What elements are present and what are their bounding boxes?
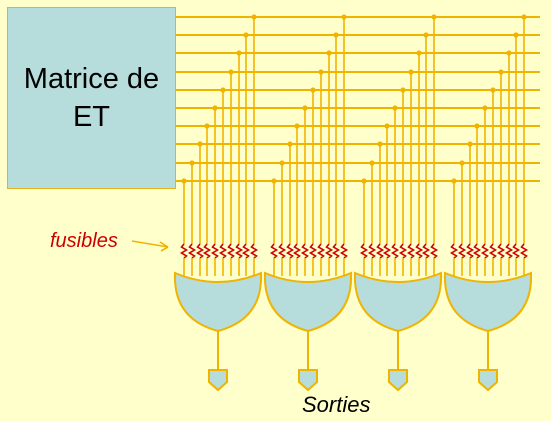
arrow-head-icon	[159, 241, 169, 252]
fuse-icon	[195, 243, 205, 259]
junction-dot	[318, 69, 324, 75]
fuse-icon	[449, 243, 459, 259]
fuse-icon	[277, 243, 287, 259]
output-pin-1	[208, 369, 228, 392]
junction-dot	[467, 141, 473, 147]
fuse-icon	[414, 243, 424, 259]
outputs-label: Sorties	[302, 392, 371, 417]
fuse-icon	[429, 243, 439, 259]
junction-dot	[431, 14, 437, 20]
fuse-icon	[480, 243, 490, 259]
output-pin-4	[478, 369, 498, 392]
fuse-label: fusibles	[50, 230, 118, 252]
junction-dot	[392, 105, 398, 111]
and-matrix-box: Matrice de ET	[7, 7, 176, 189]
fuse-icon	[375, 243, 385, 259]
junction-dot	[416, 50, 422, 56]
fuse-icon	[367, 243, 377, 259]
junction-dot	[482, 105, 488, 111]
fuse-icon	[390, 243, 400, 259]
junction-dot	[243, 32, 249, 38]
junction-dot	[341, 14, 347, 20]
fuse-icon	[324, 243, 334, 259]
output-pin-3	[388, 369, 408, 392]
junction-dot	[189, 160, 195, 166]
junction-dot	[369, 160, 375, 166]
fuse-icon	[210, 243, 220, 259]
fuse-icon	[316, 243, 326, 259]
fuse-icon	[406, 243, 416, 259]
fuse-icon	[382, 243, 392, 259]
fuse-icon	[300, 243, 310, 259]
fuse-icon	[202, 243, 212, 259]
or-gate-3	[353, 271, 443, 333]
junction-dot	[498, 69, 504, 75]
junction-dot	[220, 87, 226, 93]
fuse-icon	[488, 243, 498, 259]
fuse-icon	[504, 243, 514, 259]
fuse-icon	[249, 243, 259, 259]
fuse-icon	[292, 243, 302, 259]
fuse-icon	[496, 243, 506, 259]
junction-dot	[287, 141, 293, 147]
junction-dot	[377, 141, 383, 147]
junction-dot	[400, 87, 406, 93]
fuse-icon	[457, 243, 467, 259]
fuse-icon	[421, 243, 431, 259]
junction-dot	[408, 69, 414, 75]
fuse-icon	[285, 243, 295, 259]
fuse-icon	[472, 243, 482, 259]
fuse-icon	[187, 243, 197, 259]
junction-dot	[459, 160, 465, 166]
junction-dot	[513, 32, 519, 38]
fuse-icon	[234, 243, 244, 259]
junction-dot	[236, 50, 242, 56]
junction-dot	[251, 14, 257, 20]
fuse-icon	[465, 243, 475, 259]
fuse-icon	[218, 243, 228, 259]
junction-dot	[228, 69, 234, 75]
junction-dot	[506, 50, 512, 56]
junction-dot	[423, 32, 429, 38]
fuse-pointer-arrow	[131, 240, 169, 248]
or-gate-2	[263, 271, 353, 333]
junction-dot	[361, 178, 367, 184]
fuse-icon	[226, 243, 236, 259]
junction-dot	[212, 105, 218, 111]
or-gate-4	[443, 271, 533, 333]
junction-dot	[279, 160, 285, 166]
fuse-icon	[269, 243, 279, 259]
and-matrix-label: Matrice de ET	[23, 63, 160, 133]
fuse-icon	[511, 243, 521, 259]
junction-dot	[521, 14, 527, 20]
fuse-icon	[398, 243, 408, 259]
fuse-icon	[331, 243, 341, 259]
junction-dot	[294, 123, 300, 129]
junction-dot	[326, 50, 332, 56]
junction-dot	[197, 141, 203, 147]
junction-dot	[181, 178, 187, 184]
fuse-icon	[241, 243, 251, 259]
fuse-icon	[179, 243, 189, 259]
junction-dot	[451, 178, 457, 184]
or-gate-1	[173, 271, 263, 333]
junction-dot	[474, 123, 480, 129]
junction-dot	[271, 178, 277, 184]
output-pin-2	[298, 369, 318, 392]
fuse-icon	[339, 243, 349, 259]
junction-dot	[384, 123, 390, 129]
junction-dot	[490, 87, 496, 93]
junction-dot	[204, 123, 210, 129]
fuse-icon	[308, 243, 318, 259]
junction-dot	[302, 105, 308, 111]
junction-dot	[333, 32, 339, 38]
junction-dot	[310, 87, 316, 93]
fuse-icon	[519, 243, 529, 259]
fuse-icon	[359, 243, 369, 259]
